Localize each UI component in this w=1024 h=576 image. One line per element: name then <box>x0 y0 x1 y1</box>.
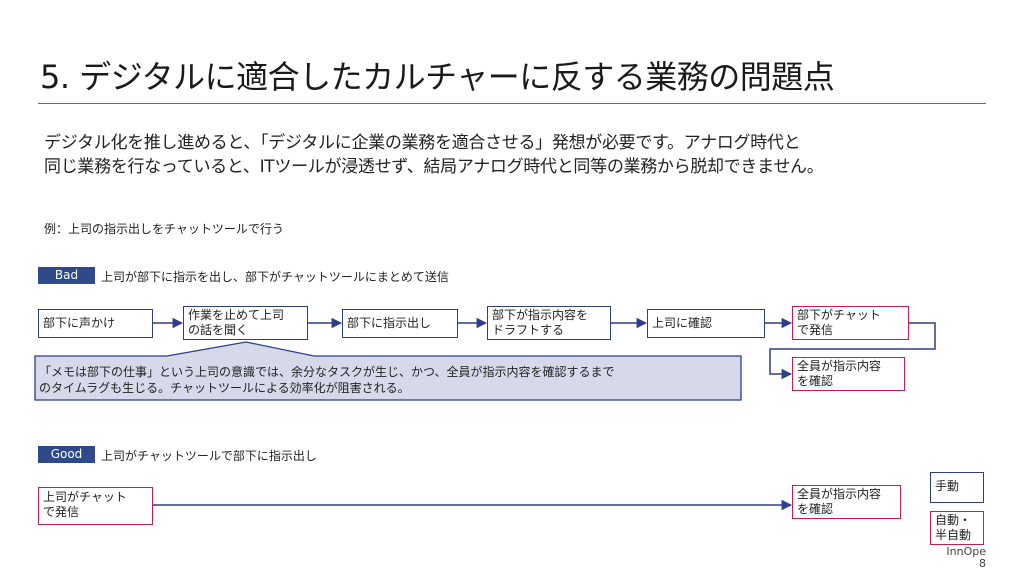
intro-line-2: 同じ業務を行なっていると、ITツールが浸透せず、結局アナログ時代と同等の業務から… <box>44 157 824 177</box>
bad-step-2-line2: の話を聞く <box>188 323 249 337</box>
bad-step-6-line2: で発信 <box>797 323 834 337</box>
bad-step-3-text: 部下に指示出し <box>347 316 432 330</box>
bad-step-6: 部下がチャット で発信 <box>792 306 909 340</box>
bad-step-4-line1: 部下が指示内容を <box>492 308 589 322</box>
bad-step-4: 部下が指示内容を ドラフトする <box>487 306 611 340</box>
bad-step-7-line1: 全員が指示内容 <box>797 359 882 373</box>
bad-step-1-text: 部下に声かけ <box>43 316 116 330</box>
bad-caption: 上司が部下に指示を出し、部下がチャットツールにまとめて送信 <box>101 270 449 284</box>
legend-auto: 自動・ 半自動 <box>930 511 984 545</box>
good-step-1-line1: 上司がチャット <box>43 490 127 504</box>
footer: InnOpe 8 <box>946 546 986 570</box>
bad-step-7-line2: を確認 <box>797 374 834 388</box>
footer-brand: InnOpe <box>946 545 986 558</box>
legend-auto-line2: 半自動 <box>935 528 972 542</box>
bad-step-2: 作業を止めて上司 の話を聞く <box>183 306 308 340</box>
callout-shape <box>34 341 742 401</box>
legend-auto-line1: 自動・ <box>935 513 972 527</box>
bad-callout: 「メモは部下の仕事」という上司の意識では、余分なタスクが生じ、かつ、全員が指示内… <box>39 364 739 396</box>
good-tag: Good <box>38 446 95 463</box>
bad-step-7: 全員が指示内容 を確認 <box>792 357 905 391</box>
bad-step-4-line2: ドラフトする <box>492 323 565 337</box>
bad-callout-line1: 「メモは部下の仕事」という上司の意識では、余分なタスクが生じ、かつ、全員が指示内… <box>39 365 615 379</box>
good-step-2-line2: を確認 <box>797 502 834 516</box>
bad-step-2-line1: 作業を止めて上司 <box>188 308 285 322</box>
title-divider <box>38 103 986 104</box>
legend-manual: 手動 <box>930 472 984 503</box>
example-label: 例：上司の指示出しをチャットツールで行う <box>44 222 284 236</box>
legend-manual-label: 手動 <box>935 479 960 493</box>
intro-line-1: デジタル化を推し進めると、「デジタルに企業の業務を適合させる」発想が必要です。ア… <box>44 133 801 153</box>
good-step-2-line1: 全員が指示内容 <box>797 487 882 501</box>
bad-step-6-line1: 部下がチャット <box>797 308 881 322</box>
bad-step-5: 上司に確認 <box>647 309 765 338</box>
bad-tag: Bad <box>38 267 95 284</box>
page-title: 5. デジタルに適合したカルチャーに反する業務の問題点 <box>40 58 835 96</box>
bad-step-5-text: 上司に確認 <box>652 316 713 330</box>
good-step-1: 上司がチャット で発信 <box>38 487 153 525</box>
bad-step-1: 部下に声かけ <box>38 309 153 338</box>
bad-step-3: 部下に指示出し <box>342 309 458 338</box>
page-number: 8 <box>979 557 986 570</box>
bad-callout-line2: のタイムラグも生じる。チャットツールによる効率化が阻害される。 <box>39 381 410 395</box>
good-step-1-line2: で発信 <box>43 505 80 519</box>
arrow-6-7 <box>769 322 936 380</box>
good-step-2: 全員が指示内容 を確認 <box>792 485 901 519</box>
good-caption: 上司がチャットツールで部下に指示出し <box>101 449 317 463</box>
